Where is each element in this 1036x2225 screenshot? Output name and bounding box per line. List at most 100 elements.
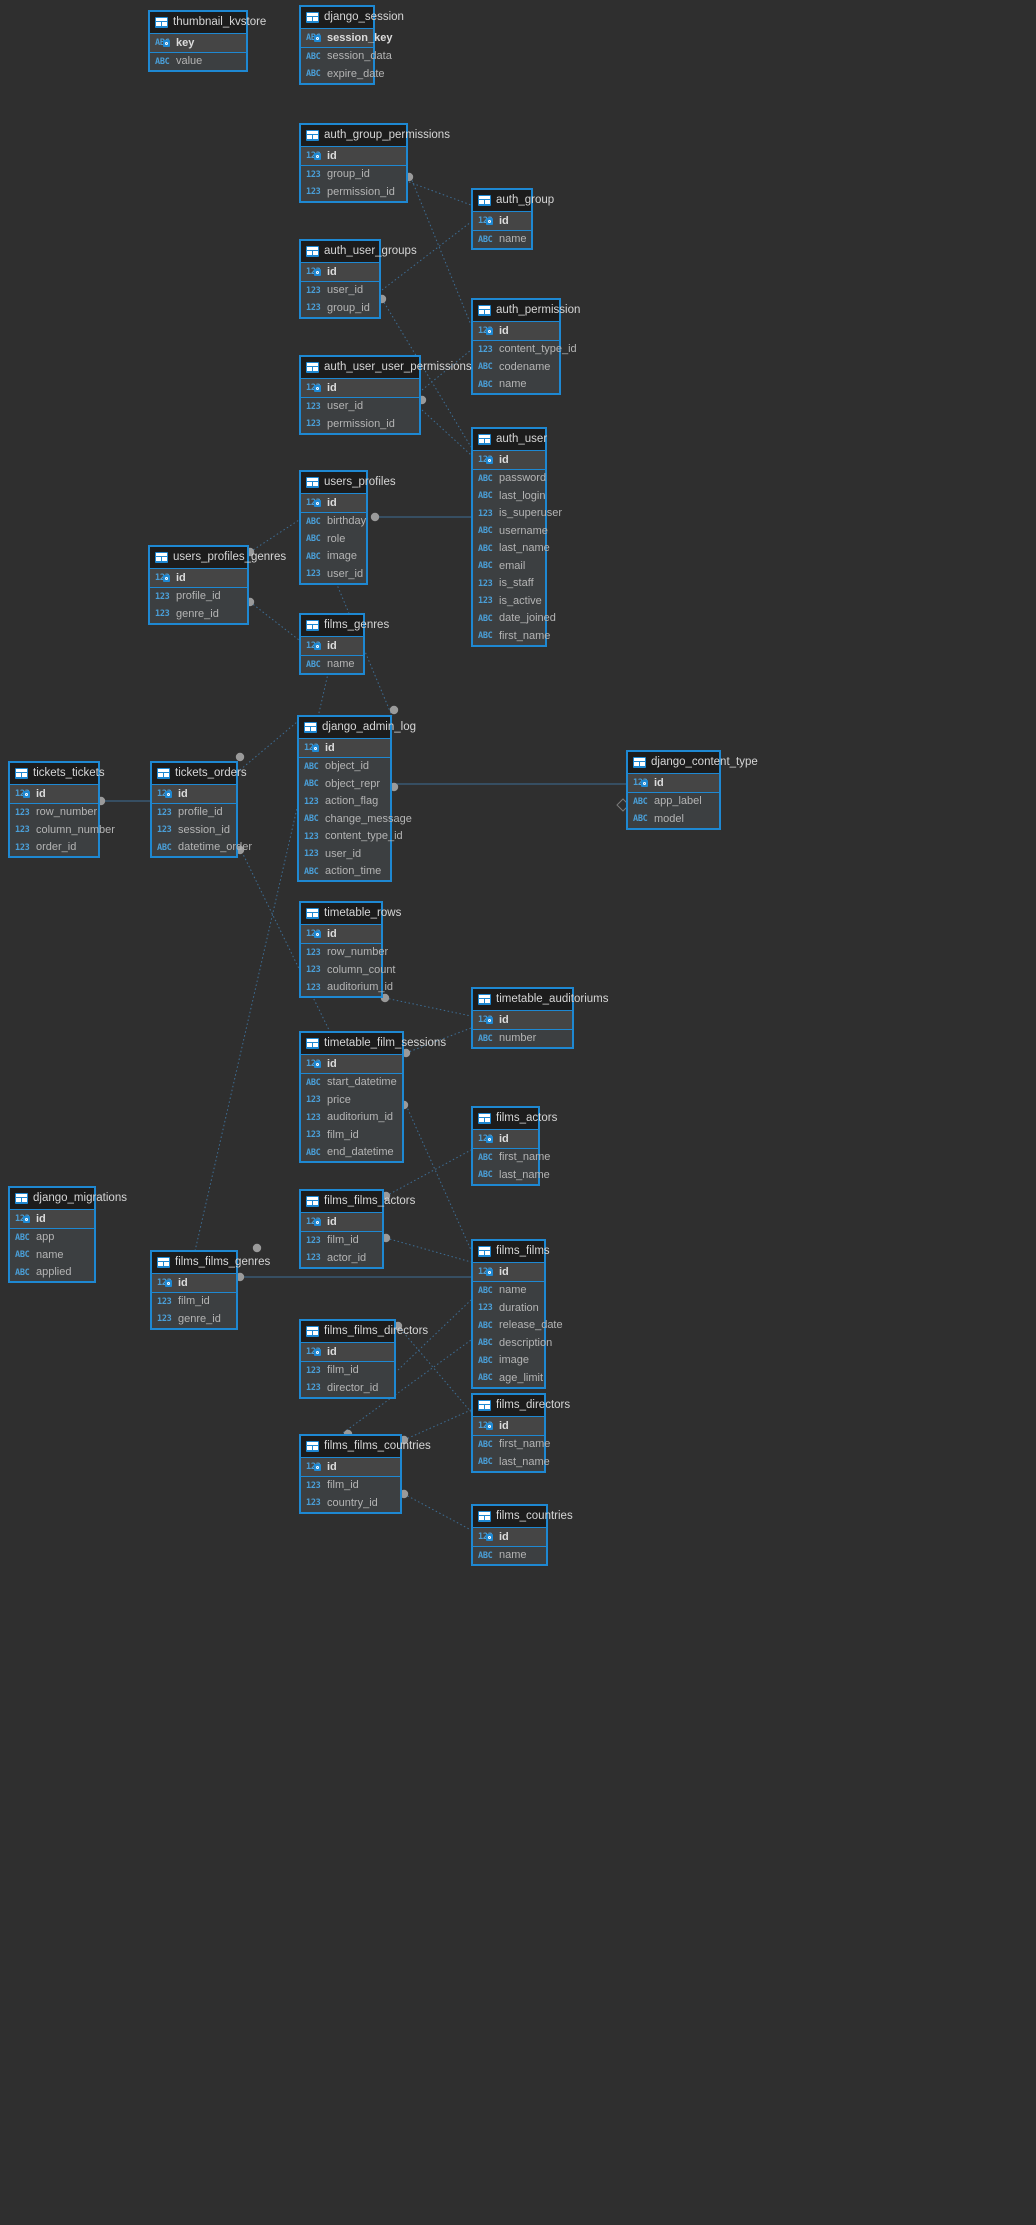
column-key[interactable]: ABCkey: [150, 34, 246, 52]
table-auth_group_permissions[interactable]: auth_group_permissions123id123group_id12…: [299, 123, 450, 203]
table-header[interactable]: thumbnail_kvstore: [150, 12, 266, 34]
table-django_content_type[interactable]: django_content_type123idABCapp_labelABCm…: [626, 750, 758, 830]
column-id[interactable]: 123id: [301, 1055, 402, 1073]
column-id[interactable]: 123id: [301, 147, 406, 165]
table-films_films_countries[interactable]: films_films_countries123id123film_id123c…: [299, 1434, 431, 1514]
table-users_profiles_genres[interactable]: users_profiles_genres123id123profile_id1…: [148, 545, 286, 625]
table-header[interactable]: users_profiles: [301, 472, 396, 494]
column-id[interactable]: 123id: [473, 1011, 572, 1029]
column-id[interactable]: 123id: [301, 925, 381, 943]
table-auth_user[interactable]: auth_user123idABCpasswordABClast_login 12…: [471, 427, 562, 647]
table-timetable_rows[interactable]: timetable_rows123id123row_number123colum…: [299, 901, 401, 998]
table-tickets_orders[interactable]: tickets_orders123id123profile_id123sessi…: [150, 761, 252, 858]
table-header[interactable]: auth_user_user_permissions: [301, 357, 472, 379]
column-id[interactable]: 123id: [152, 1274, 236, 1292]
table-header[interactable]: films_genres: [301, 615, 389, 637]
table-django_admin_log[interactable]: django_admin_log123idABCobject_idABCobje…: [297, 715, 416, 882]
column-id[interactable]: 123id: [473, 1417, 544, 1435]
column-id[interactable]: 123id: [473, 1263, 544, 1281]
table-header[interactable]: films_films_genres: [152, 1252, 270, 1274]
column-id[interactable]: 123id: [628, 774, 719, 792]
table-thumbnail_kvstore[interactable]: thumbnail_kvstoreABCkeyABCvalue: [148, 10, 266, 72]
table-films_actors[interactable]: films_actors123idABCfirst_nameABClast_na…: [471, 1106, 557, 1186]
column-id[interactable]: 123id: [10, 785, 98, 803]
table-timetable_film_sessions[interactable]: timetable_film_sessions123idABCstart_dat…: [299, 1031, 446, 1163]
table-django_session[interactable]: django_sessionABCsession_keyABCsession_d…: [299, 5, 404, 85]
column-id[interactable]: 123id: [473, 1528, 546, 1546]
table-header[interactable]: auth_group_permissions: [301, 125, 450, 147]
column-id[interactable]: 123id: [152, 785, 236, 803]
table-header[interactable]: django_content_type: [628, 752, 758, 774]
column-id[interactable]: 123id: [301, 1213, 382, 1231]
table-header[interactable]: tickets_orders: [152, 763, 247, 785]
column-id[interactable]: 123id: [473, 212, 531, 230]
table-timetable_auditoriums[interactable]: timetable_auditoriums123idABCnumber: [471, 987, 609, 1049]
table-films_films[interactable]: films_films123idABCname123durationABCrel…: [471, 1239, 563, 1389]
table-users_profiles[interactable]: users_profiles123idABCbirthdayABCroleABC…: [299, 470, 396, 585]
column-id[interactable]: 123id: [301, 263, 379, 281]
table-header[interactable]: auth_user: [473, 429, 547, 451]
table-header[interactable]: films_films_countries: [301, 1436, 431, 1458]
table-header[interactable]: films_countries: [473, 1506, 573, 1528]
table-films_countries[interactable]: films_countries123idABCname: [471, 1504, 573, 1566]
table-auth_user_user_permissions[interactable]: auth_user_user_permissions123id123user_i…: [299, 355, 472, 435]
table-header[interactable]: auth_permission: [473, 300, 580, 322]
table-header[interactable]: films_directors: [473, 1395, 570, 1417]
table-auth_user_groups[interactable]: auth_user_groups123id123user_id123group_…: [299, 239, 417, 319]
column-id[interactable]: 123id: [10, 1210, 94, 1228]
table-header[interactable]: films_films_actors: [301, 1191, 415, 1213]
column-id[interactable]: 123id: [473, 322, 559, 340]
column-id[interactable]: 123id: [473, 451, 545, 469]
